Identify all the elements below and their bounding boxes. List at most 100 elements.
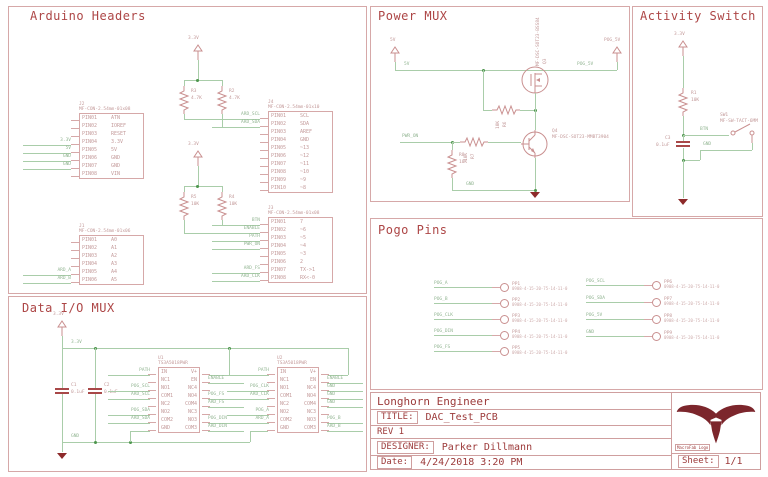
longhorn-logo: MacroFab Logo	[672, 393, 760, 453]
net-label	[108, 424, 150, 432]
capacitor-c2-plate[interactable]	[88, 388, 102, 390]
switch-ref: SW1	[720, 113, 729, 118]
net-label: BTN	[212, 218, 260, 226]
pin-name: SDA	[300, 121, 310, 127]
net-label: POG_5V	[577, 62, 594, 67]
net-label: PWR_ON	[402, 134, 419, 139]
pogo-ref: PP3	[512, 314, 521, 319]
net-label: ENABLE	[212, 226, 260, 234]
net-label: ENABLE	[208, 376, 244, 384]
section-title-pogo-pins: Pogo Pins	[378, 223, 448, 237]
connector-pin-row: PIN08~10	[260, 168, 332, 176]
resistor-r4[interactable]	[216, 192, 228, 220]
transistor-q3-pmosfet[interactable]	[520, 65, 550, 95]
net-label: PATH	[108, 368, 150, 376]
capacitor-c3-plate[interactable]	[676, 141, 690, 143]
wire	[700, 150, 752, 151]
pogo-ref: PP9	[664, 331, 673, 336]
net-label	[23, 170, 71, 178]
pin-number: PIN02	[271, 227, 287, 233]
wire	[620, 319, 644, 320]
pogo-pin-circle[interactable]	[652, 315, 661, 324]
pogo-pin-circle[interactable]	[500, 331, 509, 340]
pin-name-right: NO4	[187, 393, 197, 399]
pin-number: PIN10	[271, 185, 287, 191]
pin-name: ~3	[300, 251, 307, 257]
pogo-pin-circle[interactable]	[652, 332, 661, 341]
switch-part: MF-SW-TACT-6MM	[720, 119, 758, 124]
net-label: POG_A	[434, 281, 468, 288]
net-label	[212, 160, 260, 168]
pogo-part: 0908-4-15-20-75-14-11-0	[512, 318, 568, 324]
pogo-pin-circle[interactable]	[652, 281, 661, 290]
title-block: Longhorn Engineer TITLE: DAC_Test_PCB RE…	[370, 392, 761, 470]
pogo-pin-circle[interactable]	[500, 283, 509, 292]
transistor-q4-npn[interactable]	[521, 130, 549, 158]
pin-name-left: GND	[280, 425, 290, 431]
resistor-r2[interactable]	[216, 86, 228, 114]
net-label: GND	[586, 330, 620, 337]
pin-number: PIN09	[271, 177, 287, 183]
resistor-r6[interactable]	[492, 104, 520, 116]
capacitor-c1-plate[interactable]	[55, 388, 69, 390]
power-flag-5v	[389, 46, 401, 62]
capacitor-c3-plate[interactable]	[676, 145, 690, 147]
net-label: ARD_B	[327, 424, 363, 432]
pin-name: A0	[111, 237, 118, 243]
pin-name-right: NC4	[187, 385, 197, 391]
capacitor-c1-plate[interactable]	[55, 392, 69, 394]
pin-stub	[492, 351, 500, 352]
resistor-r1[interactable]	[677, 88, 689, 116]
pogo-pin-circle[interactable]	[500, 315, 509, 324]
pin-name-right: V+	[190, 369, 197, 375]
wire	[683, 148, 684, 160]
capacitor-c2-plate[interactable]	[88, 392, 102, 394]
section-title-activity-switch: Activity Switch	[640, 9, 756, 23]
pogo-pin-circle[interactable]	[652, 298, 661, 307]
capacitor-ref: C3	[665, 136, 671, 141]
resistor-r3[interactable]	[178, 86, 190, 114]
pogo-pin-circle[interactable]	[500, 299, 509, 308]
wire	[184, 186, 222, 187]
pin-stub	[492, 287, 500, 288]
power-flag-label: 3.3V	[53, 312, 64, 317]
transistor-ref: Q4	[552, 129, 558, 134]
pogo-pin-circle[interactable]	[500, 347, 509, 356]
switch-sw1[interactable]	[729, 119, 763, 149]
net-label: POG_A	[227, 408, 269, 416]
wire	[683, 116, 684, 135]
pin-number: PIN06	[271, 259, 287, 265]
wire	[222, 114, 223, 127]
pin-name: ~8	[300, 185, 307, 191]
capacitor-value: 0.1uF	[71, 390, 85, 395]
net-label: 3.3V	[71, 340, 82, 345]
pin-name-left: NC1	[161, 377, 171, 383]
resistor-r8[interactable]	[446, 150, 458, 178]
pin-name: 7	[300, 219, 304, 225]
date-row: Date: 4/24/2018 3:20 PM	[371, 456, 671, 469]
date-value: 4/24/2018 3:20 PM	[420, 457, 523, 468]
resistor-r7[interactable]	[460, 136, 488, 148]
resistor-r5[interactable]	[178, 192, 190, 220]
pin-name-left: GND	[161, 425, 171, 431]
